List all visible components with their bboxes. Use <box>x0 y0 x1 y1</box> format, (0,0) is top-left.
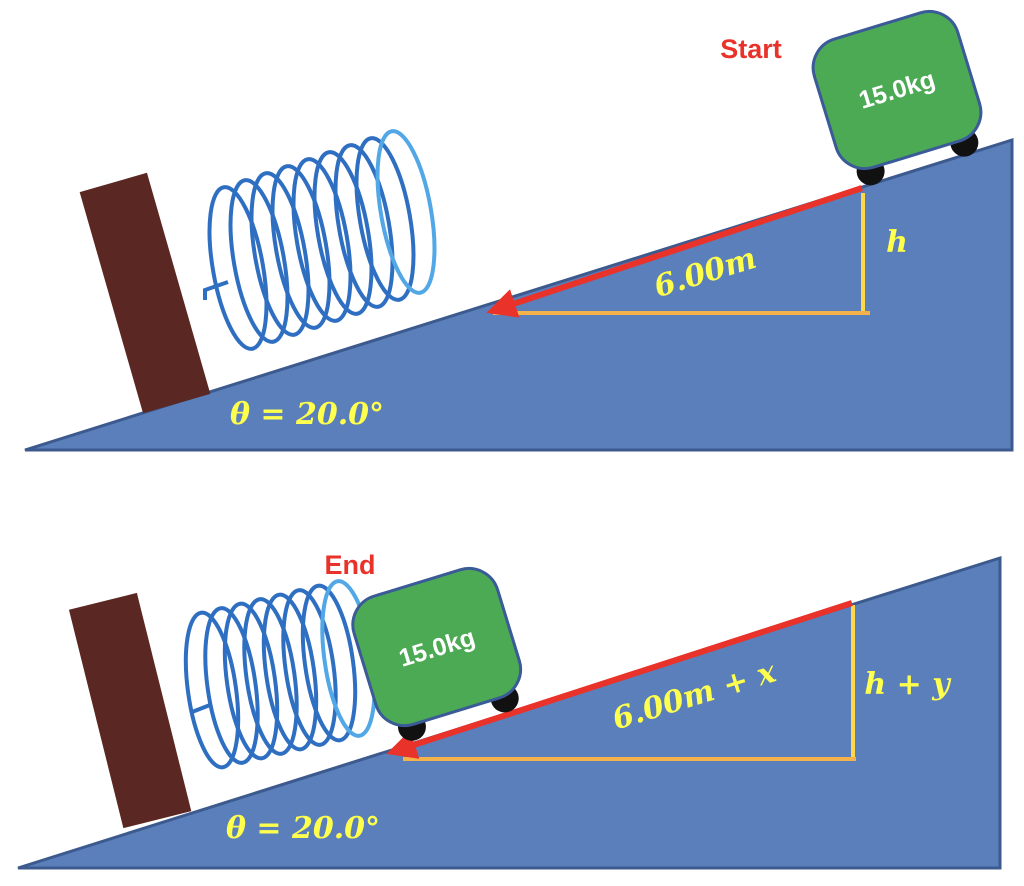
spring-rod <box>203 280 229 300</box>
state-label-end: End <box>325 550 376 580</box>
spring-coil <box>270 164 332 330</box>
spring-coil <box>183 610 241 770</box>
spring-coil <box>261 592 319 752</box>
spring-coil <box>207 185 269 351</box>
distance-arrow-top <box>486 185 863 318</box>
spring-coil <box>281 588 338 747</box>
spring-coil <box>242 597 299 756</box>
spring-coil <box>312 150 374 316</box>
state-label-start: Start <box>720 34 782 64</box>
block-top: 15.0kg <box>811 9 983 186</box>
bottom-panel: 15.0kg End 6.00m + x h + y θ = 20.0° <box>17 550 1002 870</box>
wall-bottom <box>68 592 192 829</box>
spring-coil <box>249 171 311 337</box>
mass-block <box>351 567 523 728</box>
spring-top <box>203 129 437 351</box>
spring-coil <box>291 157 353 323</box>
height-label-top: h <box>886 225 908 260</box>
mass-block <box>811 9 983 171</box>
spring-coil <box>375 129 437 295</box>
angle-label-top: θ = 20.0° <box>230 397 384 432</box>
spring-coil <box>333 143 395 309</box>
spring-coil <box>354 136 416 302</box>
spring-rod <box>191 703 211 714</box>
wall-top <box>79 172 211 414</box>
distance-arrow-bottom <box>386 600 853 759</box>
spring-coil <box>203 606 260 765</box>
spring-coil <box>222 601 280 761</box>
spring-coil <box>300 583 358 743</box>
spring-coil <box>228 178 290 344</box>
angle-label-bottom: θ = 20.0° <box>226 811 380 846</box>
top-panel: 15.0kg Start 6.00m h θ = 20.0° <box>24 9 1014 452</box>
spring-bottom <box>183 579 377 770</box>
height-label-bottom: h + y <box>864 667 952 702</box>
block-bottom: 15.0kg <box>351 567 523 741</box>
